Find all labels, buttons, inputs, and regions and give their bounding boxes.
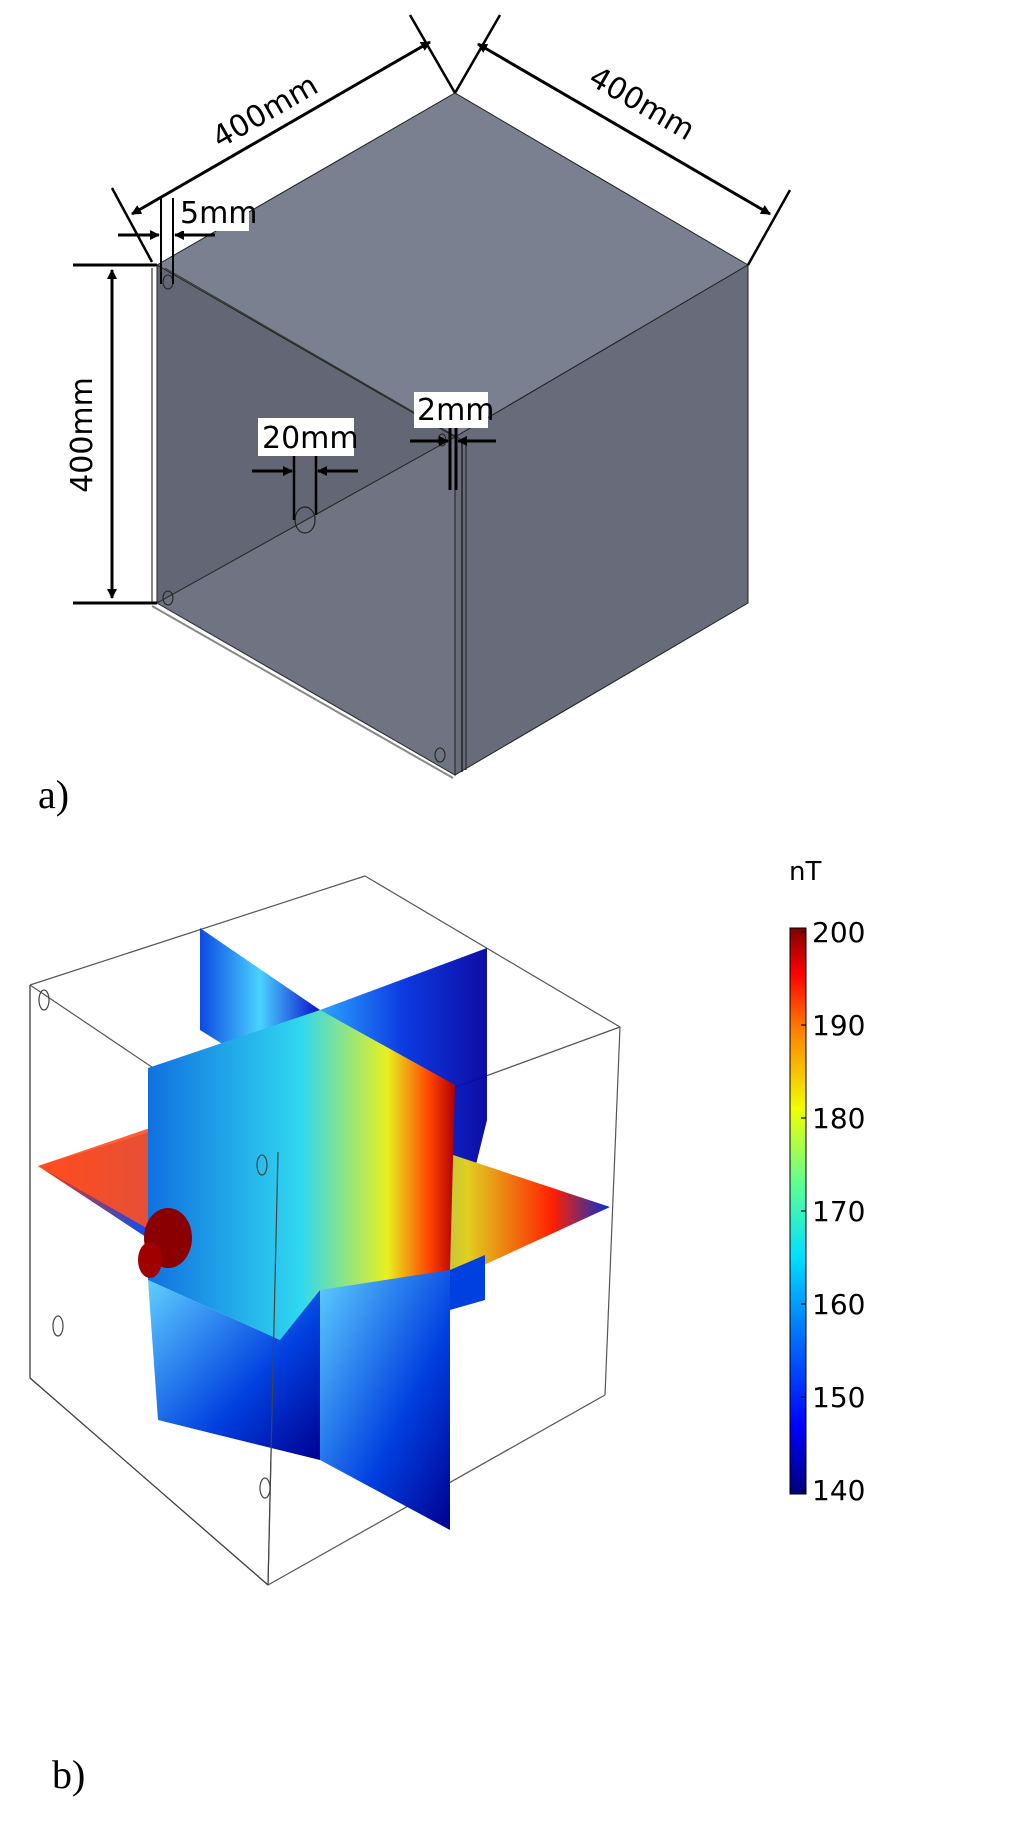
field-hotspot [138, 1242, 162, 1278]
wireframe-front [29, 985, 279, 1586]
extension-line [408, 14, 457, 94]
dimension-label-wall-thickness: 5mm [180, 196, 258, 231]
colorbar-unit: nT [789, 857, 821, 887]
dimension-arrow [477, 42, 771, 216]
hole-circle [259, 1477, 271, 1499]
dimension-label-box [177, 195, 249, 231]
panel-b: nT 200 190 180 170 160 150 140 b) [29, 857, 865, 1797]
dimension-label-height: 400mm [65, 377, 100, 493]
dimension-label-gap: 2mm [417, 393, 495, 428]
hole-circle [38, 989, 50, 1011]
colorbar-tick-label: 150 [812, 1381, 865, 1414]
dimension-label-top-right: 400mm [583, 60, 701, 148]
panel-b-label: b) [52, 1752, 85, 1797]
hole-circle [52, 1315, 64, 1337]
front-wall-bottom-edge [151, 605, 454, 779]
hole-circle [434, 747, 446, 763]
extension-line [110, 187, 154, 263]
panel-a: 400mm 400mm 400mm 5mm 20mm 2mm a) [38, 14, 792, 817]
colorbar-ticks: 200 190 180 170 160 150 140 [801, 916, 865, 1507]
inner-edge [156, 436, 456, 604]
dimension-label-box [414, 392, 488, 428]
slice-vertical-lower-left [148, 1280, 320, 1460]
colorbar-tick-label: 170 [812, 1195, 865, 1228]
box-right-face [454, 264, 749, 776]
colorbar-tick-label: 140 [812, 1474, 865, 1507]
front-wall-edge [164, 267, 463, 441]
slice-vertical-lower-right-back [450, 1255, 485, 1310]
slice-vertical-front [148, 1010, 455, 1340]
colorbar-tick-label: 200 [812, 916, 865, 949]
slice-vertical-lower-right [320, 1270, 450, 1530]
colorbar-tick-label: 160 [812, 1288, 865, 1321]
colorbar-tick-label: 190 [812, 1009, 865, 1042]
dimension-arrow [131, 40, 431, 216]
dimension-label-box [258, 418, 354, 456]
panel-a-label: a) [38, 772, 69, 817]
extension-line [746, 189, 792, 266]
dimension-label-hole-diameter: 20mm [262, 421, 359, 456]
colorbar-tick-label: 180 [812, 1102, 865, 1135]
hole-circle [256, 1154, 268, 1176]
hole-circle [162, 590, 174, 606]
slice-horizontal-left-wedge [38, 1128, 150, 1230]
